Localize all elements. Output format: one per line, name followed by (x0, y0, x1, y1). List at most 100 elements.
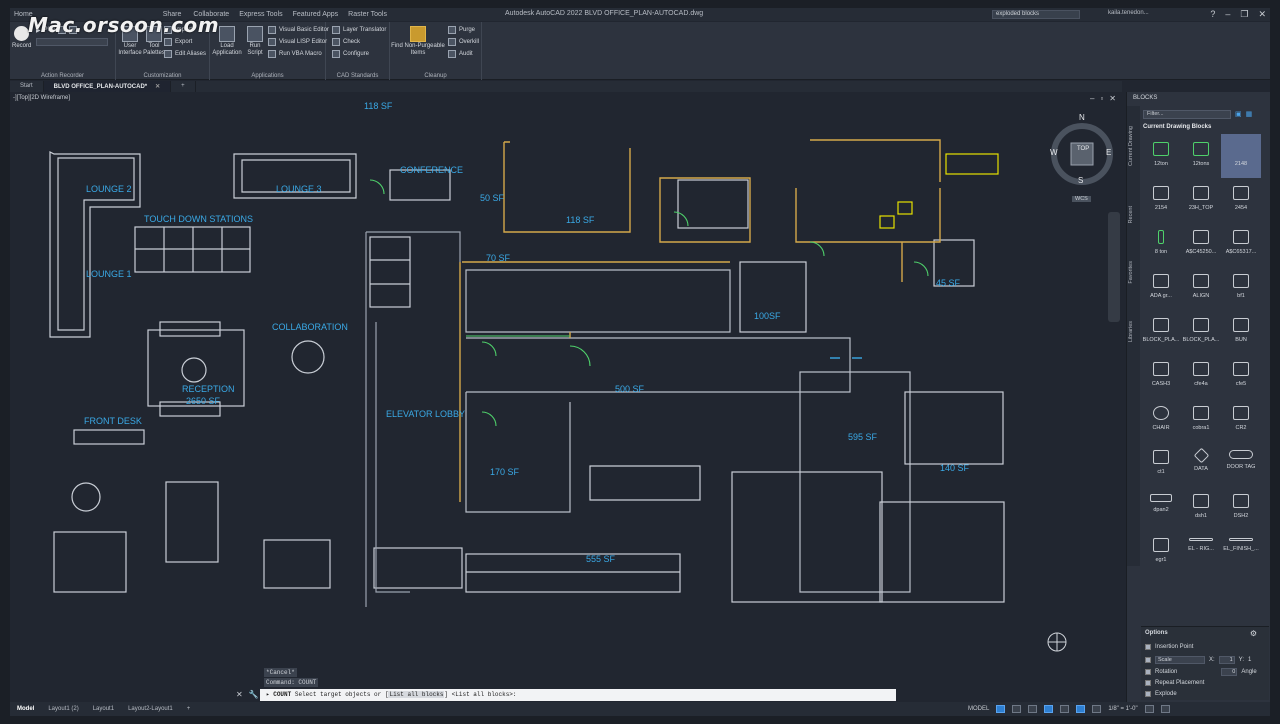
options-title[interactable]: Options (1145, 630, 1168, 636)
search-input[interactable]: exploded blocks (992, 10, 1080, 19)
grid-icon[interactable] (996, 705, 1006, 713)
vtab-recent[interactable]: Recent (1128, 206, 1134, 224)
tab-drawing[interactable]: BLVD OFFICE_PLAN-AUTOCAD*✕ (43, 81, 172, 92)
block-item[interactable]: 8 ton (1141, 222, 1181, 266)
block-item[interactable]: ALIGN (1181, 266, 1221, 310)
block-item[interactable]: 2148 (1221, 134, 1261, 178)
import-blocks-icon[interactable]: ▣ (1235, 111, 1242, 118)
viewport-label[interactable]: -][Top][2D Wireframe] (13, 95, 71, 101)
block-item[interactable]: 2454 (1221, 178, 1261, 222)
block-item[interactable]: dpan2 (1141, 486, 1181, 530)
audit-button[interactable]: Audit (448, 50, 473, 58)
block-item[interactable]: 2154 (1141, 178, 1181, 222)
model-space-toggle[interactable]: MODEL (968, 706, 990, 712)
load-application-button[interactable]: Load Application (212, 26, 242, 57)
vtab-current-drawing[interactable]: Current Drawing (1128, 126, 1134, 167)
ribbon-tab-share[interactable]: Share (162, 11, 182, 18)
block-item[interactable]: EL_FINISH_... (1221, 530, 1261, 574)
ribbon-tab-express-tools[interactable]: Express Tools (239, 11, 283, 18)
block-item[interactable]: cobra1 (1181, 398, 1221, 442)
checkbox-rotation[interactable] (1145, 669, 1151, 675)
block-item[interactable]: dsh1 (1181, 486, 1221, 530)
wcs-menu[interactable]: WCS (1072, 196, 1091, 202)
tool-palettes-button[interactable]: Tool Palettes (142, 26, 166, 57)
block-item[interactable]: 12tons (1181, 134, 1221, 178)
block-item[interactable]: cfe4a (1181, 354, 1221, 398)
block-item[interactable]: CR2 (1221, 398, 1261, 442)
block-item[interactable]: CHAIR (1141, 398, 1181, 442)
block-item[interactable]: DSH2 (1221, 486, 1261, 530)
ribbon-tab-collaborate[interactable]: Collaborate (193, 11, 230, 18)
ribbon-tab-home[interactable]: Home (14, 11, 33, 18)
scale-y-value[interactable]: 1 (1248, 657, 1252, 663)
block-item[interactable]: A$C65317... (1221, 222, 1261, 266)
option-insertion-point[interactable]: Insertion Point (1145, 644, 1193, 650)
drawing-canvas[interactable]: -][Top][2D Wireframe] –▫✕ TOP N S E W WC… (10, 92, 1122, 684)
block-item[interactable]: egr1 (1141, 530, 1181, 574)
layout-tab[interactable]: Layout1 (2) (48, 706, 79, 712)
annotation-icon[interactable] (1092, 705, 1102, 713)
command-line-input[interactable]: ▸ COUNT Select target objects or [List a… (260, 689, 896, 701)
block-item[interactable]: BLOCK_PLA... (1141, 310, 1181, 354)
lisp-editor-button[interactable]: Visual LISP Editor (268, 38, 327, 46)
command-option-list-all-blocks[interactable]: List all blocks (388, 691, 445, 698)
block-item[interactable]: BUN (1221, 310, 1261, 354)
palette-title[interactable]: BLOCKS (1133, 95, 1158, 101)
overkill-button[interactable]: Overkill (448, 38, 479, 46)
block-item[interactable]: DOOR TAG (1221, 442, 1261, 486)
scale-x-input[interactable]: 1 (1218, 656, 1235, 664)
option-repeat-placement[interactable]: Repeat Placement (1145, 680, 1204, 686)
block-item[interactable]: cfe5 (1221, 354, 1261, 398)
run-vba-macro-button[interactable]: Run VBA Macro (268, 50, 322, 58)
options-gear-icon[interactable]: ⚙ (1249, 629, 1257, 638)
customize-icon[interactable] (1160, 705, 1170, 713)
navigation-bar[interactable] (1108, 212, 1120, 322)
macro-dropdown[interactable] (36, 38, 108, 46)
import-button[interactable]: Import (164, 26, 192, 34)
view-options-icon[interactable]: ▦ (1245, 111, 1253, 118)
purge-button[interactable]: Purge (448, 26, 475, 34)
vba-editor-button[interactable]: Visual Basic Editor (268, 26, 329, 34)
checkbox-repeat-placement[interactable] (1145, 680, 1151, 686)
add-layout-button[interactable]: + (186, 706, 191, 712)
filter-input[interactable]: Filter... (1143, 110, 1231, 119)
ribbon-tab-raster-tools[interactable]: Raster Tools (348, 11, 387, 18)
block-item[interactable]: bf1 (1221, 266, 1261, 310)
lineweight-icon[interactable] (1076, 705, 1086, 713)
vtab-libraries[interactable]: Libraries (1128, 321, 1134, 343)
checkbox-insertion-point[interactable] (1145, 644, 1151, 650)
minimize-icon[interactable]: – (1225, 9, 1231, 19)
ribbon-tab-featured-apps[interactable]: Featured Apps (292, 11, 339, 18)
vtab-favorites[interactable]: Favorites (1128, 261, 1134, 284)
block-item[interactable]: EL - RIG... (1181, 530, 1221, 574)
edit-aliases-button[interactable]: Edit Aliases (164, 50, 206, 58)
close-tab-icon[interactable]: ✕ (155, 84, 161, 90)
layout-tab-model[interactable]: Model (17, 706, 35, 712)
block-item[interactable]: 12ton (1141, 134, 1181, 178)
help-icon[interactable]: ? (1210, 9, 1216, 19)
osnap-icon[interactable] (1060, 705, 1070, 713)
new-tab-button[interactable]: + (171, 81, 196, 92)
checkbox-explode[interactable] (1145, 691, 1151, 697)
check-button[interactable]: Check (332, 38, 360, 46)
export-button[interactable]: Export (164, 38, 192, 46)
annotation-scale[interactable]: 1/8" = 1'-0" (1108, 706, 1138, 712)
close-command-line-icon[interactable]: ✕ (236, 690, 243, 699)
scale-dropdown[interactable]: Scale (1155, 656, 1205, 664)
settings-gear-icon[interactable] (1144, 705, 1154, 713)
block-item[interactable]: ADA gr... (1141, 266, 1181, 310)
customize-command-icon[interactable]: 🔧 (248, 690, 259, 699)
user-account[interactable]: kaila.tenedon... (1108, 10, 1149, 16)
viewport-close-icon[interactable]: ✕ (1109, 94, 1116, 103)
play-button[interactable]: ▶Play (36, 26, 78, 34)
block-item[interactable]: DATA (1181, 442, 1221, 486)
ortho-icon[interactable] (1028, 705, 1038, 713)
block-item[interactable]: 23H_TOP (1181, 178, 1221, 222)
block-item[interactable]: BLOCK_PLA... (1181, 310, 1221, 354)
viewport-minimize-icon[interactable]: – (1090, 94, 1095, 103)
record-button[interactable]: Record (12, 26, 31, 50)
close-icon[interactable]: ✕ (1258, 9, 1266, 19)
rotation-input[interactable]: 0 (1221, 668, 1238, 676)
